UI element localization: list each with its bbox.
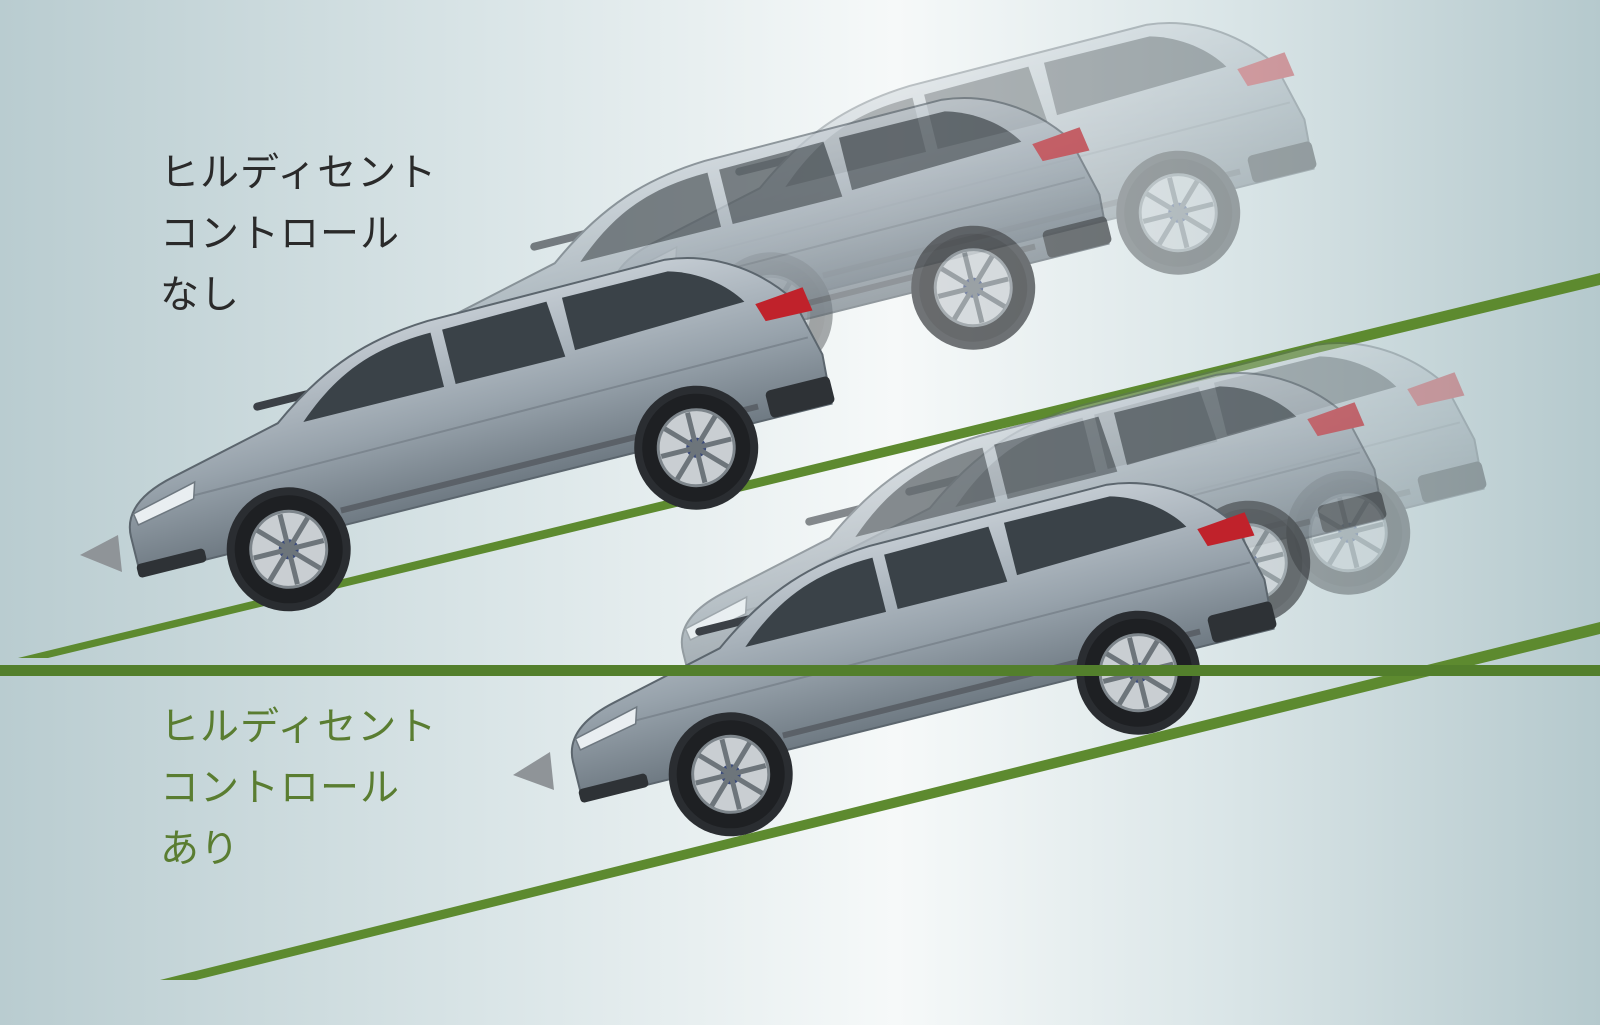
label-line: コントロール [160, 766, 401, 811]
triangle-left-icon [513, 752, 554, 790]
label-without-hdc: ヒルディセント コントロール なし [160, 143, 437, 326]
label-with-hdc: ヒルディセント コントロール あり [160, 697, 437, 880]
slope-top [18, 273, 1600, 658]
label-line: コントロール [160, 212, 401, 257]
panel-divider-overlay [0, 665, 1600, 676]
triangle-left-icon [80, 535, 122, 572]
slope-bottom [160, 622, 1600, 980]
label-line: あり [160, 827, 241, 872]
label-line: なし [160, 273, 241, 318]
label-line: ヒルディセント [160, 151, 438, 196]
label-line: ヒルディセント [160, 705, 438, 750]
